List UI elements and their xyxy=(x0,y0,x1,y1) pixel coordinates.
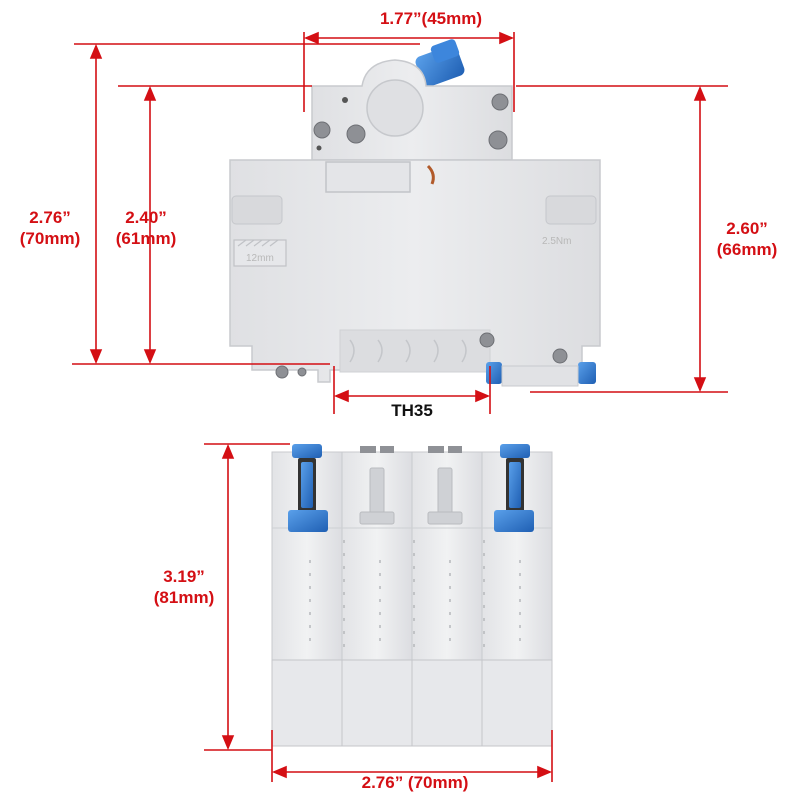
front-width-label: 2.76” (70mm) xyxy=(361,773,469,792)
top-width-label: 1.77”(45mm) xyxy=(379,9,483,28)
body-height-label: 2.40” (61mm) xyxy=(115,208,177,248)
front-lever-left-icon xyxy=(288,444,328,532)
overall-height-label: 2.76” (70mm) xyxy=(19,208,81,248)
front-view xyxy=(271,444,553,747)
dimension-lines xyxy=(72,31,728,782)
side-lever-icon xyxy=(415,39,465,87)
housing-marking-right: 2.5Nm xyxy=(542,236,572,247)
rail-label: TH35 xyxy=(391,401,433,420)
housing-marking-left: 12mm xyxy=(246,253,274,264)
right-height-label: 2.60” (66mm) xyxy=(716,219,778,259)
front-lever-right-icon xyxy=(494,444,534,532)
side-view xyxy=(229,39,601,387)
front-height-label: 3.19” (81mm) xyxy=(153,567,215,607)
